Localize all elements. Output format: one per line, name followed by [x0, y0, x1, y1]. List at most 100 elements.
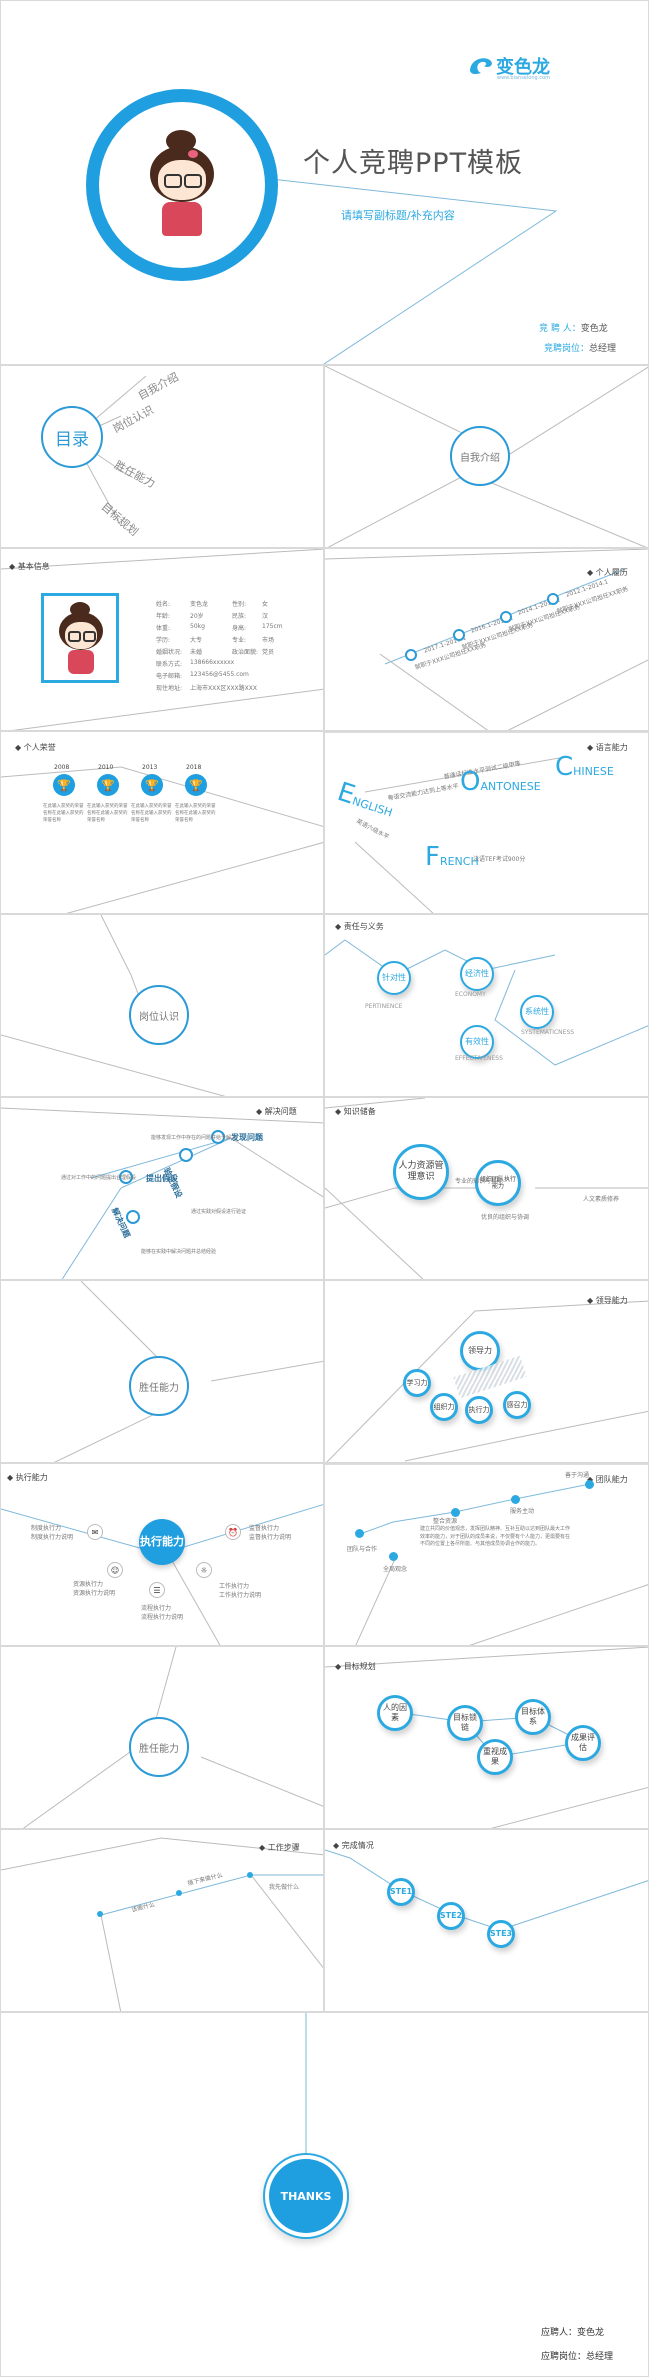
section-slide-4: 胜任能力 [0, 1646, 324, 1829]
basic-cell: 学历: [156, 637, 171, 644]
done-slide: ◆ 完成情况 STE1 STE2 STE3 [324, 1829, 649, 2012]
team-dot-1 [355, 1529, 364, 1538]
leader-header: ◆ 领导能力 [587, 1296, 628, 1305]
section2-label: 岗位认识 [139, 1011, 179, 1023]
toc-circle: 目录 [41, 406, 103, 468]
done-header: ◆ 完成情况 [333, 1841, 374, 1850]
lang-french-note: 法语TEF考试900分 [473, 856, 526, 863]
knowledge-header: ◆ 知识储备 [335, 1107, 376, 1116]
team-slide: ◆ 团队能力 团队与合作 整合资源 服务主动 善于沟通 全局观念 建立共同的价值… [324, 1463, 649, 1646]
team-dot-2 [451, 1508, 460, 1517]
solve-icon-4 [126, 1210, 140, 1224]
basic-extra-cell: 138666xxxxxx [190, 659, 235, 666]
basic-cell: 175cm [262, 623, 283, 630]
steps-dot-3 [247, 1872, 253, 1878]
header-dot-icon: ◆ [15, 743, 24, 752]
basic-lines [1, 549, 323, 730]
lang-french: FRENCH [425, 842, 479, 872]
steps-item-3: 我先做什么 [269, 1884, 300, 1891]
section1-label: 自我介绍 [460, 452, 500, 464]
execute-item-5: 工作执行力工作执行力说明 [219, 1583, 262, 1599]
toc-slide: 目录 自我介绍 岗位认识 胜任能力 目标规划 [0, 365, 324, 548]
basic-avatar [56, 602, 106, 680]
honor-year: 2018 [186, 764, 202, 771]
steps-lines [1, 1837, 323, 2011]
basic-cell: 大专 [190, 637, 203, 644]
steps-slide: ◆ 工作步骤 该做什么 接下来做什么 我先做什么 [0, 1829, 324, 2012]
done-item-2: STE2 [437, 1902, 465, 1930]
basic-cell: 市场 [262, 637, 275, 644]
duty-item-en: ECONOMY [455, 991, 486, 998]
team-lines [325, 1464, 648, 1645]
honor-text: 在此输入获奖的荣誉名称在此输入获奖的荣誉名称 [43, 804, 84, 823]
leader-item-3: 执行力 [465, 1396, 493, 1424]
basic-cell: 未婚 [190, 649, 203, 656]
trophy-icon: 🏆 [141, 774, 163, 796]
duty-lines [325, 939, 648, 1066]
honor-text: 在此输入获奖的荣誉名称在此输入获奖的荣誉名称 [175, 804, 216, 823]
basic-cell: 体重: [156, 625, 171, 632]
goal-item-4: 成果评估 [565, 1725, 601, 1761]
execute-item-4: 流程执行力流程执行力说明 [141, 1605, 184, 1621]
basic-cell: 50kg [190, 623, 205, 630]
solve-title-2: 提出假设 [146, 1174, 178, 1183]
solve-slide: ◆ 解决问题 发现问题 能够发现工作中存在的问题并给予解决 提出假设 通过对工作… [0, 1097, 324, 1280]
goal-slide: ◆ 目标规划 人的因素 目标锁链 目标体系 成果评估 重视成果 [324, 1646, 649, 1829]
resume-header: ◆ 个人履历 [587, 568, 628, 577]
honor-text: 在此输入获奖的荣誉名称在此输入获奖的荣誉名称 [131, 804, 172, 823]
header-dot-icon: ◆ [587, 743, 596, 752]
end-info-applicant: 应聘人：变色龙 [541, 2328, 605, 2338]
avatar-ring [86, 89, 278, 281]
section3-circle: 胜任能力 [129, 1356, 189, 1416]
solve-lines [1, 1107, 323, 1279]
honor-year: 2010 [98, 764, 114, 771]
team-header: ◆ 团队能力 [587, 1474, 628, 1485]
team-item-1: 团队与合作 [347, 1546, 378, 1553]
goal-item-1: 人的因素 [377, 1695, 413, 1731]
execute-header: ◆ 执行能力 [7, 1473, 48, 1482]
done-lines [325, 1849, 648, 1931]
leader-lines [326, 1300, 648, 1462]
language-slide: ◆ 语言能力 CHINESE 普通话标准水平测试二级甲等 OANTONESE 粤… [324, 731, 649, 914]
header-dot-icon: ◆ [587, 1296, 596, 1305]
honor-text: 在此输入获奖的荣誉名称在此输入获奖的荣誉名称 [87, 804, 128, 823]
section-slide-1: 自我介绍 [324, 365, 649, 548]
solve-icon-1 [211, 1130, 225, 1144]
duty-item: 经济性 [460, 957, 494, 991]
doc-icon: ☰ [149, 1582, 165, 1598]
toc-title: 目录 [55, 429, 89, 450]
basic-extra-cell: 123456@5455.com [190, 671, 249, 678]
end-lines [305, 2013, 307, 2153]
cover-subtitle: 请填写副标题/补充内容 [341, 209, 455, 222]
lang-chinese: CHINESE [555, 752, 614, 782]
execute-item-3: 资源执行力资源执行力说明 [73, 1581, 116, 1597]
basic-cell: 姓名: [156, 601, 171, 608]
team-dot-3 [511, 1495, 520, 1504]
execute-slide: ◆ 执行能力 执行能力 ✉ ⏰ ☺ ☰ ☼ 制度执行力制度执行力说明 监督执行力… [0, 1463, 324, 1646]
basic-header: ◆ 基本信息 [9, 562, 50, 571]
section4-circle: 胜任能力 [129, 1717, 189, 1777]
team-item-3: 服务主动 [510, 1508, 535, 1515]
people-icon: ☺ [107, 1562, 123, 1578]
solve-text-4: 能够在实践中解决问题并总结经验 [141, 1249, 217, 1255]
team-dot-4 [585, 1480, 594, 1489]
header-dot-icon: ◆ [587, 568, 596, 577]
execute-center: 执行能力 [139, 1519, 185, 1565]
goal-header: ◆ 目标规划 [335, 1662, 376, 1671]
section1-circle: 自我介绍 [450, 426, 510, 486]
honor-year: 2008 [54, 764, 70, 771]
solve-title-1: 发现问题 [231, 1133, 263, 1142]
duty-item: 针对性 [377, 961, 411, 995]
solve-text-3: 通过实践对假设进行验证 [191, 1209, 247, 1215]
section2-circle: 岗位认识 [129, 985, 189, 1045]
section-slide-2: 岗位认识 [0, 914, 324, 1097]
team-description: 建立共同的价值观念，发挥团队精神、互补互助以达到团队最大工作效率的能力，对于团队… [420, 1526, 571, 1547]
section4-label: 胜任能力 [139, 1743, 179, 1755]
basic-cell: 民族: [232, 613, 247, 620]
honor-header: ◆ 个人荣誉 [15, 743, 56, 752]
thanks-circle: THANKS [269, 2159, 343, 2233]
basic-extra-cell: 现住地址: [156, 685, 183, 692]
solve-header: ◆ 解决问题 [256, 1107, 297, 1116]
logo-text: 变色龙 [496, 57, 550, 78]
